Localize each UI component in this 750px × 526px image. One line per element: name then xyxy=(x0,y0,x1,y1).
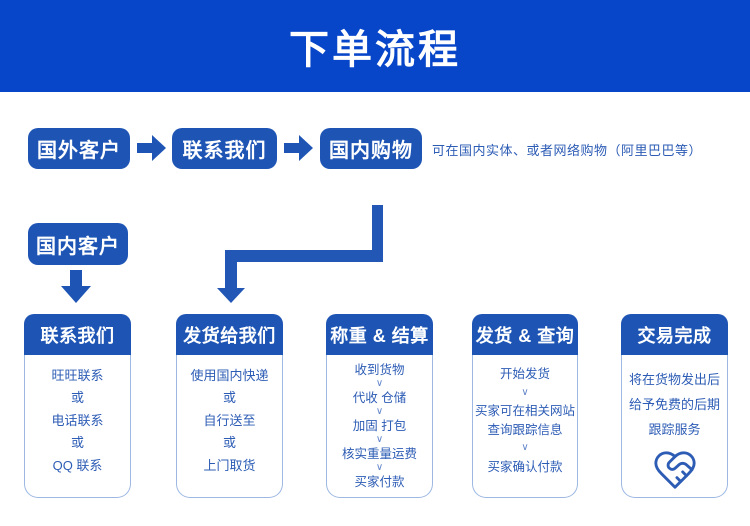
card-item: 或 xyxy=(70,435,84,451)
step-foreign-customer: 国外客户 xyxy=(28,128,130,169)
step-domestic-shopping: 国内购物 xyxy=(320,128,422,169)
chevron-down-separator: ∨ xyxy=(521,386,529,398)
chevron-down-separator: ∨ xyxy=(375,434,384,445)
card-body: 旺旺联系 或 电话联系 或 QQ 联系 xyxy=(24,355,131,498)
step-label: 国内购物 xyxy=(329,140,413,162)
card-item: 开始发货 xyxy=(499,367,550,381)
step-label: 国内客户 xyxy=(36,235,120,258)
card-transaction-complete: 交易完成 将在货物发出后 给予免费的后期 跟踪服务 xyxy=(621,314,728,498)
card-item: 买家付款 xyxy=(354,475,405,489)
card-body: 开始发货 ∨ 买家可在相关网站 查询跟踪信息 ∨ 买家确认付款 xyxy=(472,355,578,498)
card-body: 使用国内快递 或 自行送至 或 上门取货 xyxy=(176,355,283,498)
card-item: 上门取货 xyxy=(203,457,256,473)
card-body: 收到货物 ∨ 代收 仓储 ∨ 加固 打包 ∨ 核实重量运费 ∨ 买家付款 xyxy=(326,355,433,498)
card-item: 使用国内快递 xyxy=(190,368,269,383)
card-item: QQ 联系 xyxy=(52,457,103,473)
card-title: 称重 & 结算 xyxy=(326,314,433,355)
card-ship-to-us: 发货给我们 使用国内快递 或 自行送至 或 上门取货 xyxy=(176,314,283,498)
step-domestic-customer: 国内客户 xyxy=(28,223,128,265)
chevron-down-separator: ∨ xyxy=(375,406,384,417)
card-item: 给予免费的后期 xyxy=(628,397,720,412)
chevron-down-separator: ∨ xyxy=(375,378,384,389)
card-item: 代收 仓储 xyxy=(352,391,407,405)
page-title: 下单流程 xyxy=(289,28,461,72)
card-item: 或 xyxy=(222,390,236,406)
chevron-down-separator: ∨ xyxy=(521,442,529,453)
card-weigh-settle: 称重 & 结算 收到货物 ∨ 代收 仓储 ∨ 加固 打包 ∨ 核实重量运费 ∨ … xyxy=(326,314,433,498)
card-title: 发货给我们 xyxy=(176,314,283,355)
arrow-down-icon xyxy=(61,270,91,303)
step-contact-us: 联系我们 xyxy=(172,128,277,169)
card-item: 收到货物 xyxy=(354,363,405,377)
card-item: 或 xyxy=(222,435,236,451)
card-item: 查询跟踪信息 xyxy=(487,422,563,437)
heart-handshake-icon xyxy=(651,447,699,496)
card-item: 电话联系 xyxy=(51,412,104,428)
card-item: 买家确认付款 xyxy=(487,459,563,474)
header-banner: 下单流程 xyxy=(0,0,750,92)
card-contact-us: 联系我们 旺旺联系 或 电话联系 或 QQ 联系 xyxy=(24,314,131,498)
card-item: 将在货物发出后 xyxy=(628,372,720,387)
arrow-right-icon xyxy=(137,135,166,161)
card-title: 联系我们 xyxy=(24,314,131,355)
card-item: 加固 打包 xyxy=(352,419,407,433)
shopping-note: 可在国内实体、或者网络购物（阿里巴巴等） xyxy=(432,143,703,158)
step-label: 联系我们 xyxy=(182,140,267,162)
card-title: 交易完成 xyxy=(621,314,728,355)
card-title: 发货 & 查询 xyxy=(472,314,578,355)
card-item: 跟踪服务 xyxy=(648,422,701,437)
card-item: 或 xyxy=(70,390,84,406)
step-label: 国外客户 xyxy=(37,140,121,162)
card-item: 自行送至 xyxy=(203,412,256,428)
card-ship-track: 发货 & 查询 开始发货 ∨ 买家可在相关网站 查询跟踪信息 ∨ 买家确认付款 xyxy=(472,314,578,498)
arrow-right-icon xyxy=(284,135,313,161)
card-body: 将在货物发出后 给予免费的后期 跟踪服务 xyxy=(621,355,728,498)
card-item: 旺旺联系 xyxy=(51,368,104,383)
card-item: 买家可在相关网站 xyxy=(474,404,575,418)
connector-arrow xyxy=(217,205,383,303)
card-item: 核实重量运费 xyxy=(341,447,417,461)
chevron-down-separator: ∨ xyxy=(375,462,384,473)
